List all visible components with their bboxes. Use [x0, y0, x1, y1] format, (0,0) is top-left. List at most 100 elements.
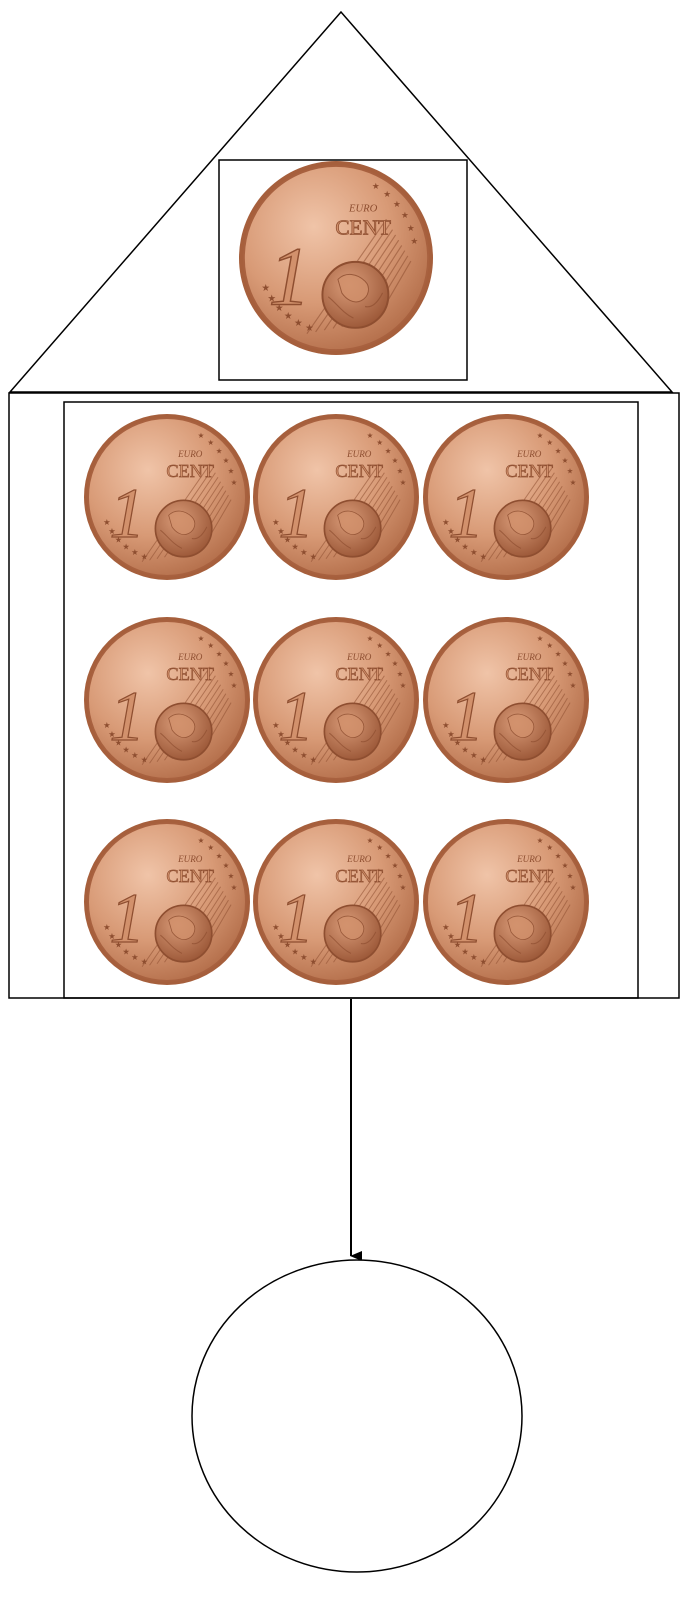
svg-text:★: ★ — [376, 641, 383, 650]
svg-text:★: ★ — [567, 467, 574, 476]
svg-text:★: ★ — [392, 659, 399, 668]
svg-text:★: ★ — [393, 200, 401, 210]
svg-text:★: ★ — [228, 670, 235, 679]
coin-unit-label: CENT — [335, 216, 391, 240]
grid-coin: ★★★★★★★★★★★★1EUROCENT — [423, 617, 589, 783]
coin-unit-label: CENT — [335, 461, 383, 481]
coin-unit-label: CENT — [335, 866, 383, 886]
coin-currency-label: EURO — [516, 854, 542, 864]
svg-text:★: ★ — [231, 478, 238, 487]
coin-value-label: 1 — [269, 232, 311, 324]
svg-text:★: ★ — [392, 861, 399, 870]
svg-text:★: ★ — [537, 634, 544, 643]
grid-coin: ★★★★★★★★★★★★1EUROCENT — [84, 819, 250, 985]
svg-text:★: ★ — [567, 670, 574, 679]
svg-text:★: ★ — [570, 478, 577, 487]
svg-text:★: ★ — [567, 872, 574, 881]
svg-text:★: ★ — [231, 883, 238, 892]
svg-text:★: ★ — [537, 836, 544, 845]
coin-value-label: 1 — [278, 879, 314, 958]
svg-text:★: ★ — [400, 478, 407, 487]
coin-currency-label: EURO — [346, 449, 372, 459]
svg-text:★: ★ — [367, 431, 374, 440]
svg-text:★: ★ — [310, 956, 317, 966]
svg-text:★: ★ — [228, 872, 235, 881]
svg-text:★: ★ — [223, 659, 230, 668]
svg-text:★: ★ — [207, 843, 214, 852]
svg-text:★: ★ — [401, 211, 409, 221]
coin-value-label: 1 — [448, 677, 484, 756]
svg-text:★: ★ — [141, 551, 148, 561]
svg-text:★: ★ — [570, 883, 577, 892]
coin-currency-label: EURO — [348, 202, 378, 214]
grid-coin: ★★★★★★★★★★★★1EUROCENT — [84, 617, 250, 783]
svg-text:★: ★ — [207, 641, 214, 650]
svg-text:★: ★ — [207, 438, 214, 447]
svg-text:★: ★ — [216, 649, 223, 658]
svg-text:★: ★ — [537, 431, 544, 440]
grid-coin: ★★★★★★★★★★★★1EUROCENT — [423, 819, 589, 985]
coin-globe-icon — [324, 500, 380, 556]
svg-text:★: ★ — [555, 851, 562, 860]
coin-value-label: 1 — [109, 879, 145, 958]
grid-coin: ★★★★★★★★★★★★1EUROCENT — [84, 414, 250, 580]
coin-unit-label: CENT — [505, 461, 553, 481]
svg-text:★: ★ — [231, 681, 238, 690]
svg-text:★: ★ — [376, 438, 383, 447]
svg-text:★: ★ — [555, 649, 562, 658]
svg-text:★: ★ — [385, 851, 392, 860]
coin-globe-icon — [324, 703, 380, 759]
svg-text:★: ★ — [410, 237, 418, 247]
answer-circle — [192, 1260, 522, 1572]
coin-globe-icon — [494, 703, 550, 759]
coin-currency-label: EURO — [177, 652, 203, 662]
svg-text:★: ★ — [367, 836, 374, 845]
coin-globe-icon — [494, 500, 550, 556]
coins-layer: ★★★★★★★★★★★★1EUROCENT★★★★★★★★★★★★1EUROCE… — [84, 161, 589, 985]
svg-text:★: ★ — [367, 634, 374, 643]
svg-text:★: ★ — [310, 754, 317, 764]
svg-text:★: ★ — [397, 670, 404, 679]
svg-text:★: ★ — [383, 190, 391, 200]
coin-globe-icon — [155, 500, 211, 556]
coin-globe-icon — [155, 905, 211, 961]
svg-text:★: ★ — [223, 861, 230, 870]
coin-currency-label: EURO — [516, 449, 542, 459]
svg-text:★: ★ — [400, 883, 407, 892]
svg-text:★: ★ — [397, 467, 404, 476]
coin-value-label: 1 — [448, 474, 484, 553]
coin-currency-label: EURO — [346, 652, 372, 662]
coin-value-label: 1 — [109, 474, 145, 553]
svg-text:★: ★ — [397, 872, 404, 881]
svg-text:★: ★ — [385, 446, 392, 455]
svg-text:★: ★ — [562, 861, 569, 870]
svg-text:★: ★ — [216, 446, 223, 455]
svg-text:★: ★ — [562, 456, 569, 465]
svg-text:★: ★ — [400, 681, 407, 690]
svg-text:★: ★ — [407, 224, 415, 234]
svg-text:★: ★ — [392, 456, 399, 465]
svg-text:★: ★ — [141, 956, 148, 966]
coin-value-label: 1 — [448, 879, 484, 958]
svg-text:★: ★ — [198, 431, 205, 440]
coin-unit-label: CENT — [166, 866, 214, 886]
coin-unit-label: CENT — [335, 664, 383, 684]
svg-text:★: ★ — [305, 323, 314, 334]
svg-text:★: ★ — [198, 836, 205, 845]
coin-currency-label: EURO — [516, 652, 542, 662]
svg-text:★: ★ — [310, 551, 317, 561]
coin-unit-label: CENT — [166, 461, 214, 481]
coin-currency-label: EURO — [177, 449, 203, 459]
svg-text:★: ★ — [555, 446, 562, 455]
coin-value-label: 1 — [278, 474, 314, 553]
coin-unit-label: CENT — [166, 664, 214, 684]
coin-unit-label: CENT — [505, 664, 553, 684]
svg-text:★: ★ — [546, 641, 553, 650]
svg-text:★: ★ — [141, 754, 148, 764]
coin-globe-icon — [322, 262, 388, 328]
coin-value-label: 1 — [109, 677, 145, 756]
svg-text:★: ★ — [546, 438, 553, 447]
